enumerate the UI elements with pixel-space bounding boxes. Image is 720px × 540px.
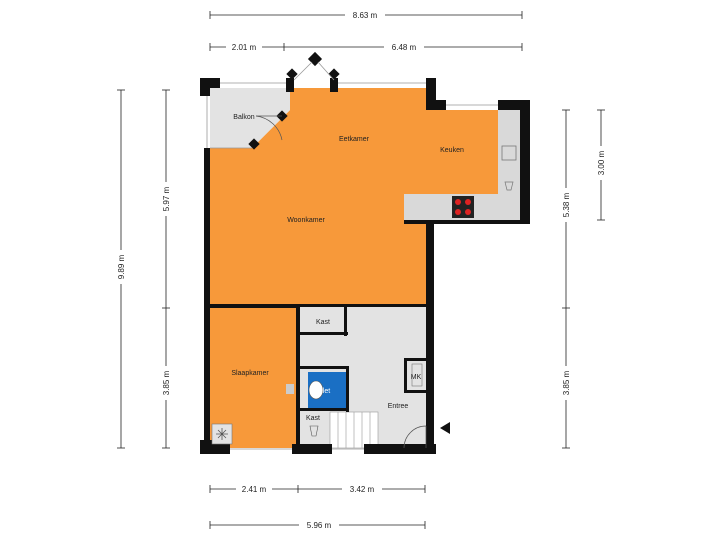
room-label-kitchen: Keuken [440,147,464,154]
room-label-entrance: Entree [388,403,409,410]
burner-icon [455,209,461,215]
room-label-dining: Eetkamer [339,136,370,143]
burner-icon [465,209,471,215]
closet-top-floor [300,308,346,334]
dim-top-total: 8.63 m [353,11,378,20]
stair-steps [337,412,371,448]
fan-icon [216,428,228,440]
balcony-floor [210,88,290,148]
room-label-toilet: Toilet [314,388,330,395]
dim-right-lower: 3.85 m [562,370,571,395]
bedroom-fixtures [211,384,294,445]
dim-right-middle: 5.38 m [562,192,571,217]
burner-icon [465,199,471,205]
dimension-labels: 8.63 m 2.01 m 6.48 m 9.89 m 5.97 m 3.85 … [114,9,608,531]
dim-bottom-left: 2.41 m [242,485,267,494]
room-label-closet-bottom: Kast [306,415,320,422]
entrance-arrow-icon [440,422,450,434]
dim-left-upper: 5.97 m [162,186,171,211]
front-door[interactable] [403,425,427,449]
balcony-door[interactable] [255,115,283,141]
room-label-balcony: Balkon [233,114,255,121]
room-labels: Balkon Eetkamer Keuken Woonkamer Slaapka… [231,114,464,422]
room-label-closet-top: Kast [316,319,330,326]
toilet-icon [308,380,324,400]
dim-bottom-total: 5.96 m [307,521,332,530]
windows [206,61,498,450]
tap-icon [504,181,514,191]
dim-left-lower: 3.85 m [162,370,171,395]
kitchen-counter-side [498,110,520,194]
room-label-living: Woonkamer [287,217,325,224]
dim-bottom-right: 3.42 m [350,485,375,494]
dim-right-top: 3.00 m [597,150,606,175]
meter-icon [411,363,423,387]
sink-icon [286,384,294,394]
doors [255,115,427,449]
basin-icon [309,425,319,437]
toilet-fixture [308,380,324,400]
stove-icon [452,196,474,218]
room-label-meter-cupboard: MK [411,374,422,381]
burner-icon [455,199,461,205]
dim-top-right: 6.48 m [392,43,417,52]
kitchen-fixtures [452,145,517,218]
dim-left-total: 9.89 m [117,254,126,279]
room-label-bedroom: Slaapkamer [231,370,269,377]
dim-top-left: 2.01 m [232,43,257,52]
sink-icon [501,145,517,161]
